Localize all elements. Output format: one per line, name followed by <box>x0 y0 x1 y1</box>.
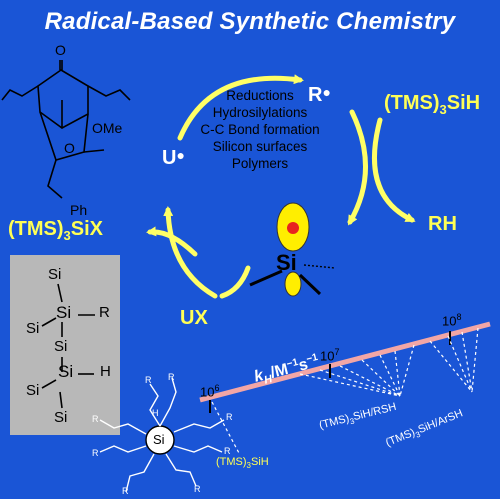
silane-atom: Si <box>54 409 68 426</box>
bicyclic-molecule <box>1 60 131 199</box>
arrow-to-tms3six <box>146 226 198 257</box>
cycle-arrows <box>146 74 416 299</box>
reagent-label: (TMS)3SiH <box>384 92 481 117</box>
gray-box <box>10 255 120 435</box>
dendrimer-h-label: H <box>152 408 159 418</box>
silyl-radical-orbital <box>249 202 336 297</box>
molecule-phenyl: Ph <box>70 202 88 218</box>
silane-atom: Si <box>54 338 68 355</box>
dendrimer-r-label: R <box>145 375 152 385</box>
application-item: Hydrosilylations <box>212 105 308 120</box>
dendrimer-r-label: R <box>224 446 231 456</box>
unpaired-electron-dot <box>287 222 299 234</box>
molecule-methoxy: OMe <box>92 120 123 136</box>
marker-tms3sih: (TMS)3SiH <box>216 456 269 471</box>
dendrimer-core-label: Si <box>153 432 165 447</box>
molecule-ring-o: O <box>64 140 75 156</box>
application-item: Reductions <box>226 88 294 103</box>
applications-list: Reductions Hydrosilylations C-C Bond for… <box>185 87 335 172</box>
silyl-radical-atom: Si <box>276 250 297 275</box>
dendrimer-r-label: R <box>92 448 99 458</box>
tick-label-1e7: 107 <box>320 347 340 364</box>
rate-scale-bar <box>199 321 491 403</box>
silane-atom: Si <box>58 362 74 381</box>
application-item: Polymers <box>231 156 289 171</box>
application-item: Silicon surfaces <box>212 139 308 154</box>
dendrimer-r-label: R <box>226 412 233 422</box>
product-x-label: (TMS)3SiX <box>8 218 104 243</box>
silane-bonds <box>41 283 95 409</box>
radical-dot-icon: ● <box>322 84 331 100</box>
arrow-u-to-r <box>177 74 304 141</box>
radical-r-label: R● <box>308 84 331 106</box>
arrow-ux-to-u <box>163 206 218 299</box>
application-item: C-C Bond formation <box>200 122 320 137</box>
product-rh-label: RH <box>428 213 457 235</box>
substrate-ux-label: UX <box>180 307 208 329</box>
dendrimer-r-label: R <box>122 486 129 496</box>
radical-dot-icon: ● <box>176 147 185 163</box>
page-title: Radical-Based Synthetic Chemistry <box>44 8 456 35</box>
silane-atom: Si <box>26 382 40 399</box>
radical-u-label: U● <box>162 147 185 169</box>
molecule-ketone-o: O <box>55 42 66 58</box>
dendrimer <box>99 377 225 493</box>
silane-substituent-r: R <box>99 304 110 321</box>
arrow-si-to-ux <box>219 265 251 299</box>
dendrimer-r-label: R <box>194 484 201 494</box>
silane-atom: Si <box>56 303 72 322</box>
tick-label-1e6: 106 <box>200 383 220 400</box>
arrow-r-to-si <box>347 109 368 226</box>
dendrimer-r-label: R <box>168 372 175 382</box>
rate-scale <box>199 321 491 456</box>
silane-atom: Si <box>48 266 62 283</box>
arrow-reagent-to-rh <box>372 117 416 223</box>
tick-label-1e8: 108 <box>442 312 462 329</box>
silane-substituent-h: H <box>100 363 111 380</box>
silane-atom: Si <box>26 320 40 337</box>
dendrimer-r-label: R <box>92 414 99 424</box>
